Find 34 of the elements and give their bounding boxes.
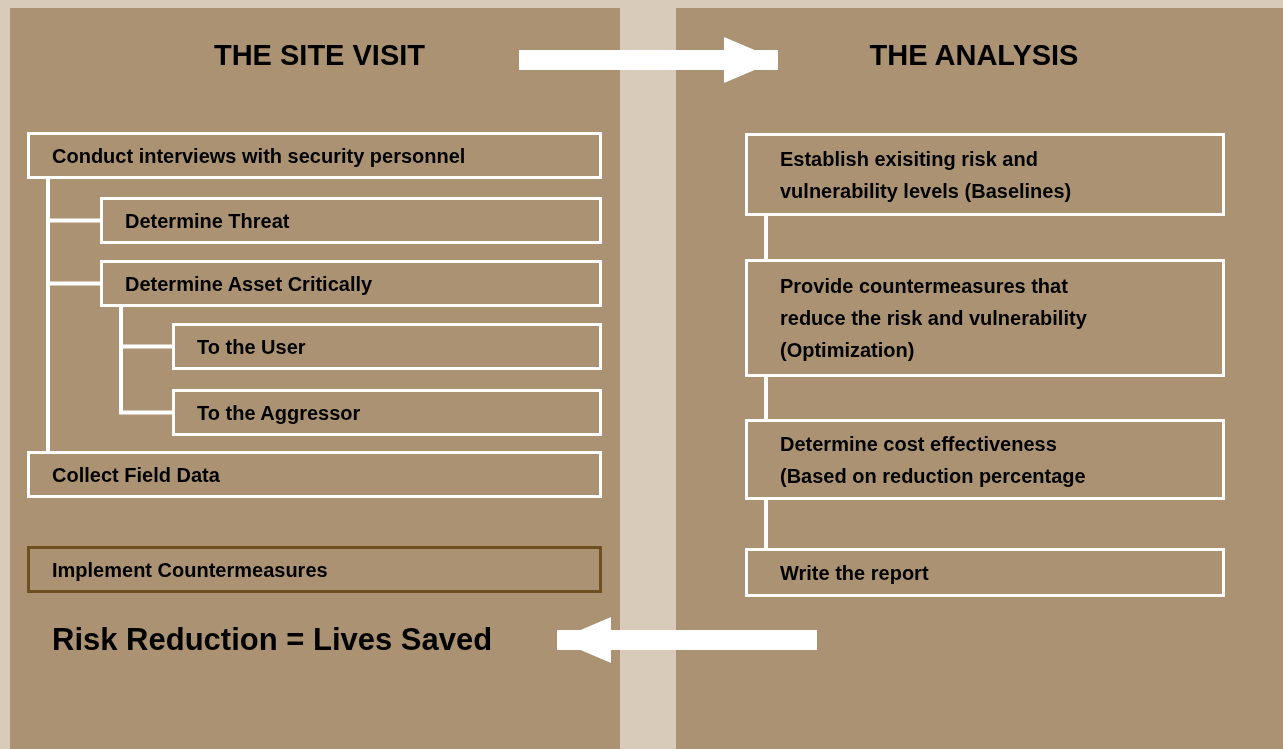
step-text: Determine Asset Critically [125,271,373,297]
step-box [172,389,602,436]
step-text: Provide countermeasures that reduce the risk and vulnerability (Optimization) [780,274,1088,363]
section-heading: THE SITE VISIT [120,30,519,80]
step-box [27,132,602,179]
step-text: Establish exisiting risk and vulnerability levels (Baselines) [780,146,1073,204]
step-box [745,133,1225,216]
step-box [745,419,1225,500]
section-panel [676,8,1283,749]
step-text: To the User [197,334,306,360]
block-arrow [519,37,778,83]
step-box [745,259,1225,377]
step-box [100,197,602,244]
step-text: Conduct interviews with security personnel [52,143,466,169]
step-text: Determine cost effectiveness (Based on reduction percentage [780,431,1087,489]
step-text: Collect Field Data [52,462,220,488]
step-text: Write the report [780,560,929,586]
block-arrow [557,617,817,663]
step-box [745,548,1225,597]
step-text: To the Aggressor [197,400,361,426]
section-panel [10,8,620,749]
section-heading: THE ANALYSIS [778,30,1170,80]
step-box [100,260,602,307]
step-text: Determine Threat [125,208,290,234]
connector-line [764,500,768,548]
connector-line [764,216,768,259]
slogan-text: Risk Reduction = Lives Saved [46,612,557,668]
step-box [27,546,602,593]
step-box [172,323,602,370]
connector-line [119,307,172,415]
step-box [27,451,602,498]
connector-line [764,377,768,419]
step-text: Implement Countermeasures [52,557,328,583]
connector-line [46,179,50,451]
